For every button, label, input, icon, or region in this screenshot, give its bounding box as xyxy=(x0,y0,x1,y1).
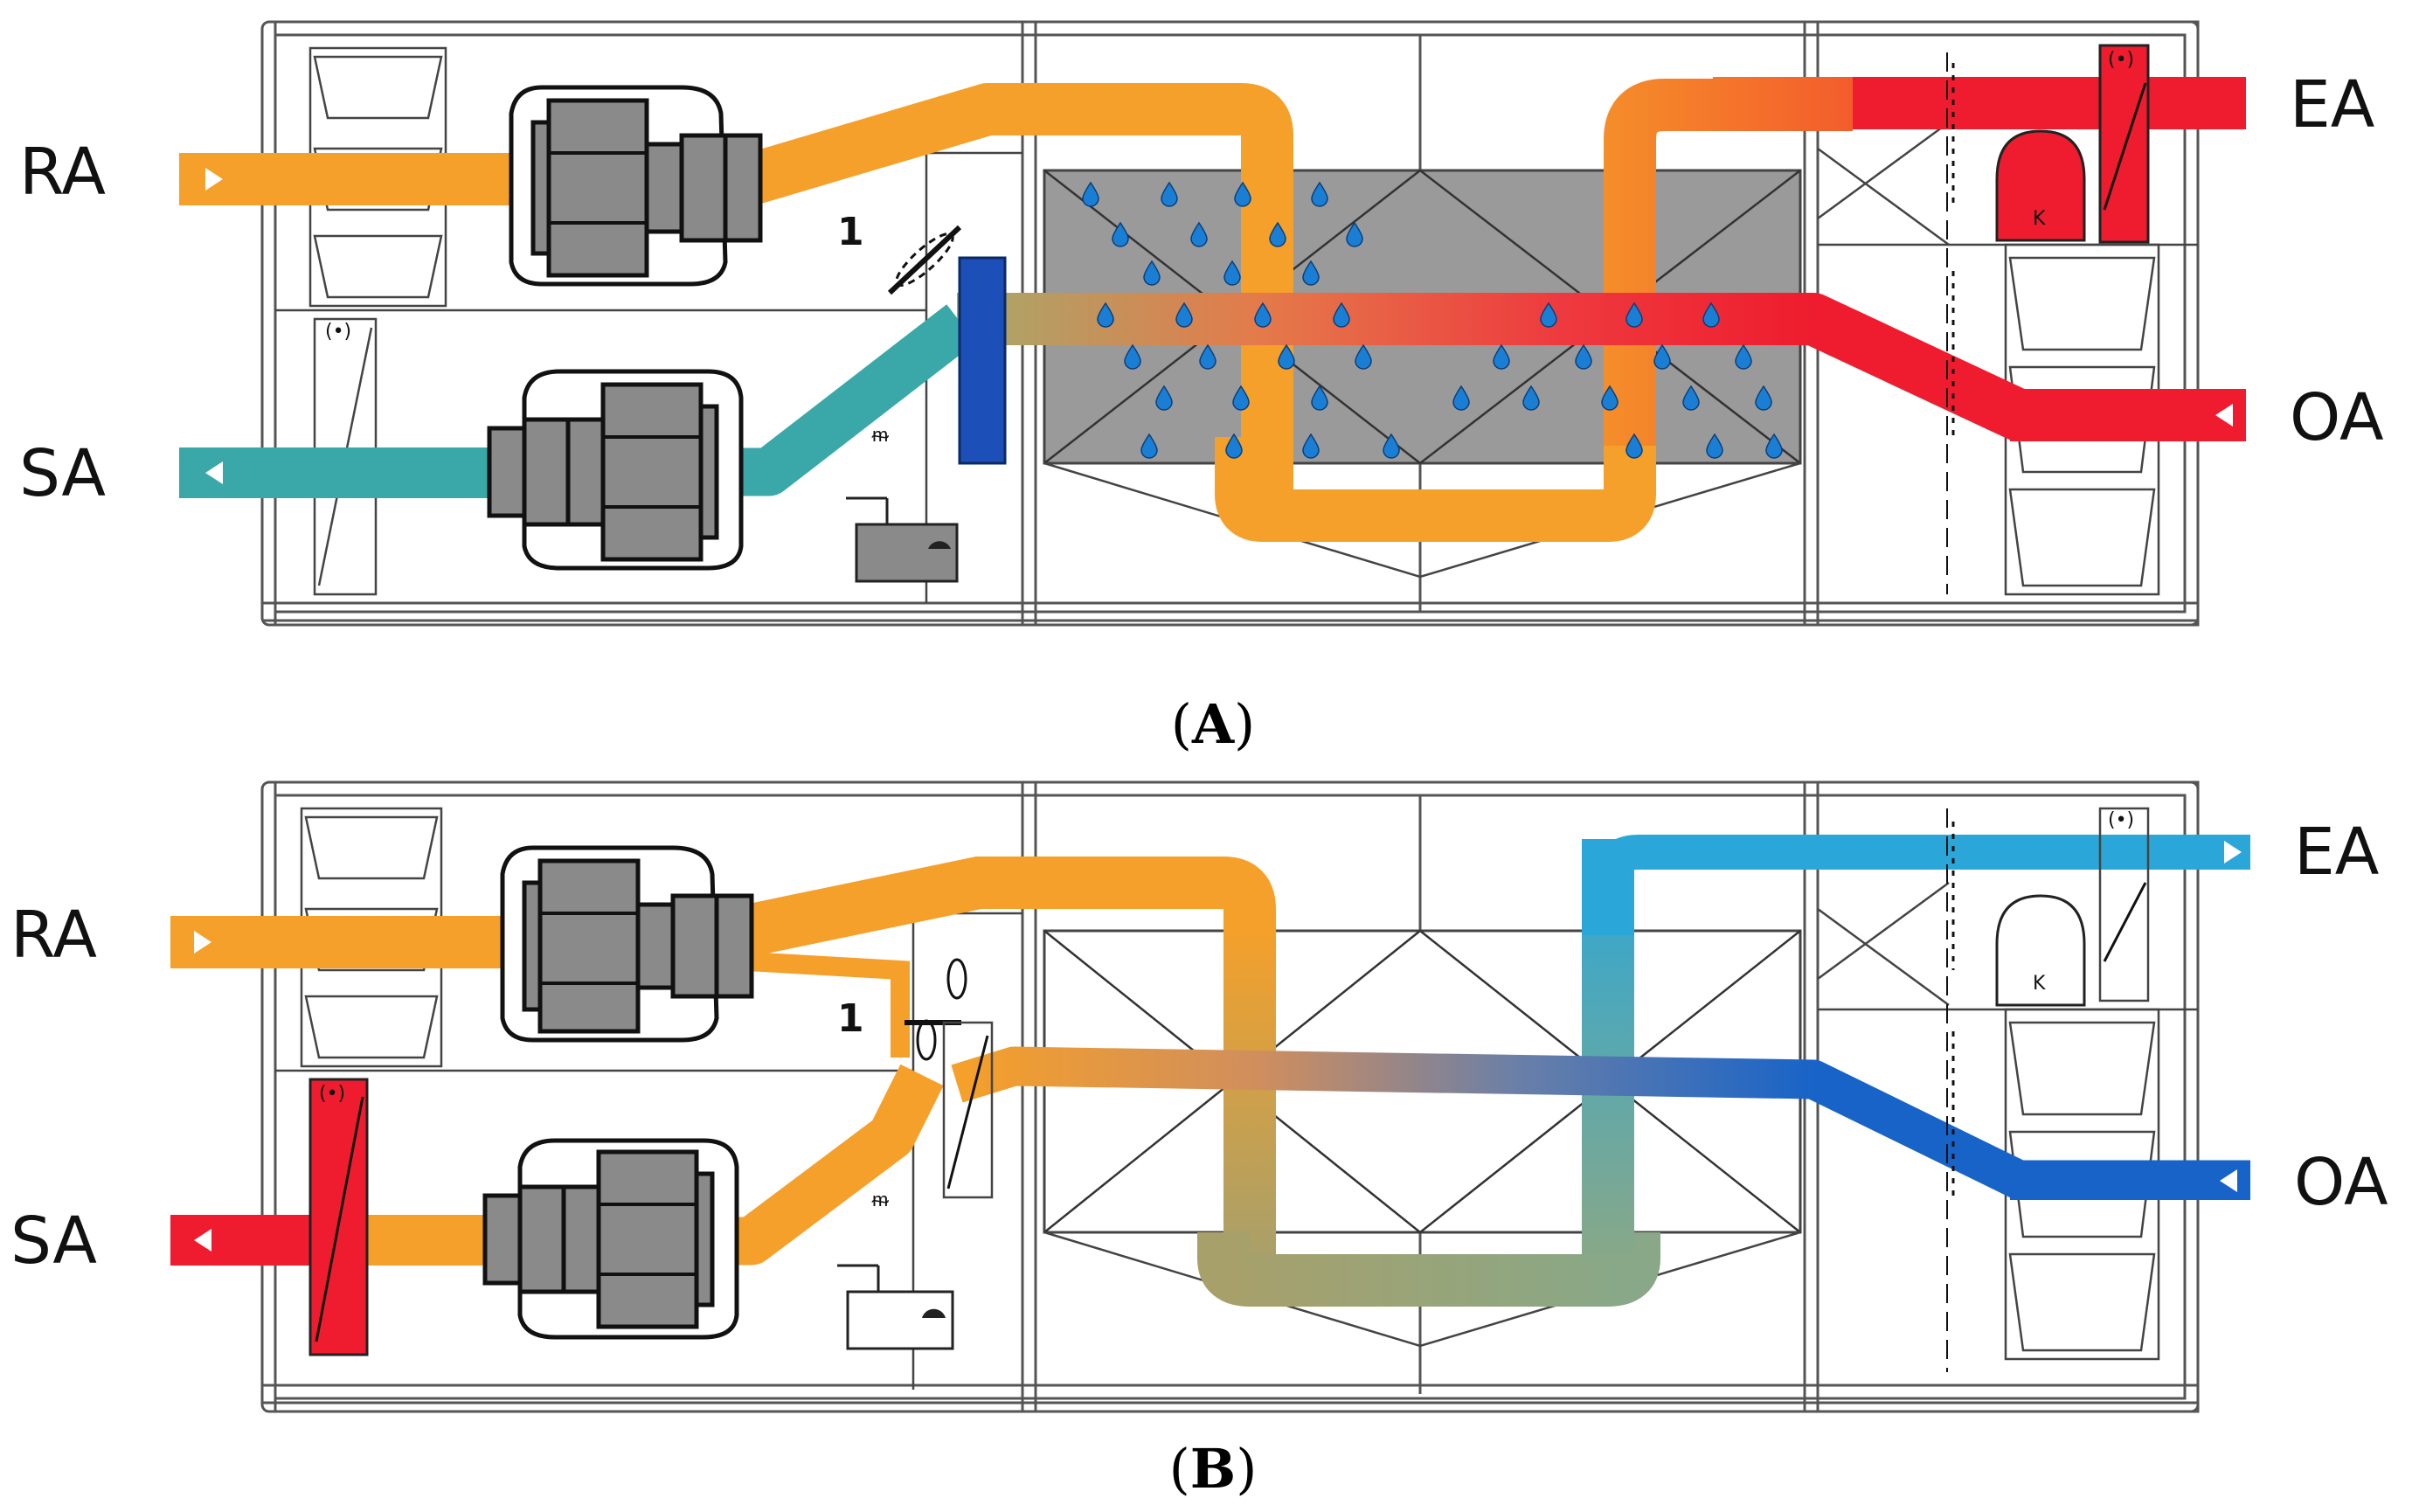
louver-dampers-a xyxy=(1946,52,1955,594)
svg-text:ᵯ: ᵯ xyxy=(871,1189,889,1211)
heater-b: K (•) xyxy=(1995,807,2150,1007)
caption-a: (A) xyxy=(1171,692,1256,756)
supply-fan-a xyxy=(487,369,744,571)
ra-arrow-b xyxy=(194,931,211,954)
heater-a: K (•) xyxy=(1995,44,2150,244)
oa-arrow-a xyxy=(2215,404,2233,427)
oa-label-b: OA xyxy=(2294,1145,2388,1220)
caption-b: (B) xyxy=(1169,1437,1258,1501)
controls-b: ᵯ xyxy=(837,1189,954,1350)
ea-label-a: EA xyxy=(2290,67,2375,142)
airflow-paths-a xyxy=(179,77,2246,542)
svg-text:(•): (•) xyxy=(2108,49,2134,71)
panel-b: (•) 1 xyxy=(10,780,2388,1501)
bypass-damper-b: 1 xyxy=(837,958,994,1199)
ra-label-a: RA xyxy=(19,135,106,210)
damper-number-b: 1 xyxy=(837,996,864,1041)
sa-arrow-a xyxy=(205,461,223,484)
sa-arrow-b xyxy=(194,1229,211,1252)
bypass-damper-a: 1 xyxy=(837,210,962,295)
outdoor-air-duct-b xyxy=(2010,1161,2250,1200)
svg-text:K: K xyxy=(2033,208,2046,230)
controls-a: ᵯ xyxy=(846,425,959,583)
ra-label-b: RA xyxy=(10,898,97,973)
filter-indicator-a: (•) xyxy=(325,321,351,343)
damper-number-a: 1 xyxy=(837,210,864,254)
return-fan-b xyxy=(500,845,754,1043)
exhaust-air-duct-a xyxy=(1835,77,2246,129)
ea-arrow-b xyxy=(2224,841,2242,864)
heating-coil-b: (•) xyxy=(308,1078,369,1356)
sa-label-a: SA xyxy=(19,436,106,511)
svg-text:(•): (•) xyxy=(2108,809,2134,831)
return-air-duct-a xyxy=(179,153,511,205)
svg-text:(•): (•) xyxy=(319,1083,345,1105)
return-fan-a xyxy=(509,85,763,287)
oa-label-a: OA xyxy=(2290,380,2384,455)
supply-air-duct-a xyxy=(179,447,494,498)
outdoor-air-duct-a xyxy=(2010,389,2246,441)
return-air-duct-b xyxy=(170,916,503,968)
ra-arrow-a xyxy=(205,168,223,191)
oa-arrow-b xyxy=(2220,1169,2237,1192)
sa-label-b: SA xyxy=(10,1203,97,1279)
svg-text:ᵯ: ᵯ xyxy=(871,425,889,447)
cooling-coil-a xyxy=(958,256,1007,465)
ea-label-b: EA xyxy=(2294,815,2380,890)
louver-dampers-b xyxy=(1946,808,1955,1372)
supply-fan-b xyxy=(482,1138,739,1340)
panel-a: (•) xyxy=(19,20,2384,756)
svg-text:K: K xyxy=(2033,973,2046,995)
